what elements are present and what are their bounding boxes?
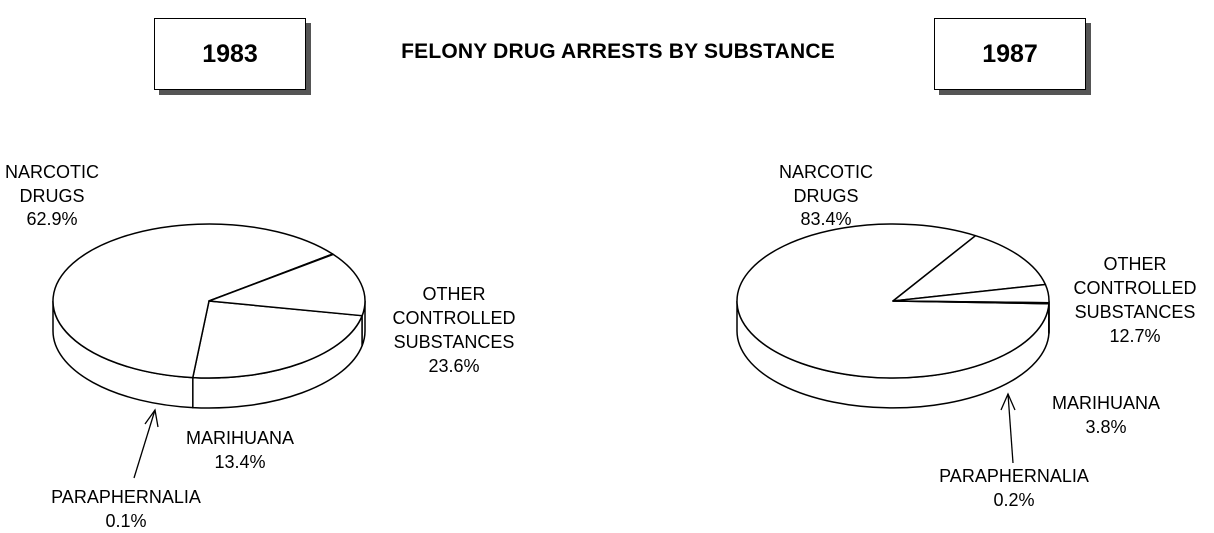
label-1987-narcotic-value: 83.4% xyxy=(800,209,851,229)
label-1983-marihuana-value: 13.4% xyxy=(214,452,265,472)
label-1983-other-line3: SUBSTANCES xyxy=(394,332,515,352)
pie-1983 xyxy=(52,223,366,409)
pie-1987-slice-paraphernalia xyxy=(892,300,1050,305)
label-1983-marihuana-line1: MARIHUANA xyxy=(186,428,294,448)
label-1983-other-line1: OTHER xyxy=(423,284,486,304)
pie-1983-slice-other-controlled-substances xyxy=(192,300,363,379)
arrow-1987-paraphernalia xyxy=(1007,393,1014,464)
label-1987-marihuana-value: 3.8% xyxy=(1085,417,1126,437)
year-label-1983: 1983 xyxy=(202,39,258,68)
label-1987-other-value: 12.7% xyxy=(1109,326,1160,346)
label-1983-paraphernalia-value: 0.1% xyxy=(105,511,146,531)
year-label-1987: 1987 xyxy=(982,39,1038,68)
pie-1983-slice-narcotic-drugs xyxy=(52,223,334,379)
label-1983-narcotic-line2: DRUGS xyxy=(19,186,84,206)
label-1983-other-value: 23.6% xyxy=(428,356,479,376)
year-box-1983: 1983 xyxy=(154,18,306,90)
label-1983-other-line2: CONTROLLED xyxy=(392,308,515,328)
arrowhead-1987-paraphernalia xyxy=(1000,392,1016,411)
chart-title: FELONY DRUG ARRESTS BY SUBSTANCE xyxy=(401,40,835,63)
arrowhead-1983-paraphernalia xyxy=(144,408,159,428)
label-1987-paraphernalia-value: 0.2% xyxy=(993,490,1034,510)
label-1983-narcotic-line1: NARCOTIC xyxy=(5,162,99,182)
label-1983-paraphernalia-line1: PARAPHERNALIA xyxy=(51,487,201,507)
label-1987-marihuana-line1: MARIHUANA xyxy=(1052,393,1160,413)
arrow-1983-paraphernalia xyxy=(133,409,156,479)
year-box-1987: 1987 xyxy=(934,18,1086,90)
label-1987-other-line2: CONTROLLED xyxy=(1073,278,1196,298)
pie-1987 xyxy=(736,223,1050,409)
label-1987-narcotic-line1: NARCOTIC xyxy=(779,162,873,182)
label-1987-other-line1: OTHER xyxy=(1104,254,1167,274)
pie-1987-slice-other-controlled-substances xyxy=(892,234,1047,302)
pie-1983-slice-marihuana xyxy=(208,253,366,317)
label-1987-narcotic-line2: DRUGS xyxy=(793,186,858,206)
label-1983-narcotic-value: 62.9% xyxy=(26,209,77,229)
label-1987-paraphernalia-line1: PARAPHERNALIA xyxy=(939,466,1089,486)
label-1987-other-line3: SUBSTANCES xyxy=(1075,302,1196,322)
